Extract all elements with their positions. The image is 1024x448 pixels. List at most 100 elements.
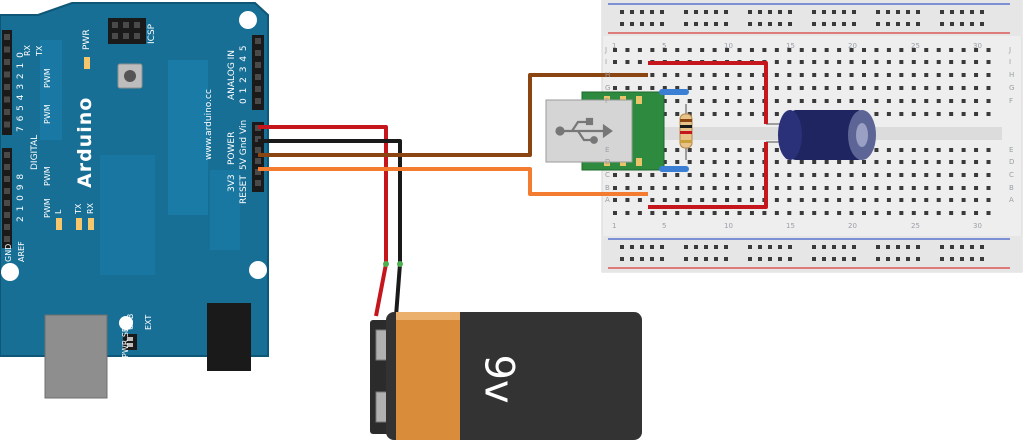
breadboard-hole [899, 173, 904, 177]
breadboard-hole [712, 86, 717, 90]
breadboard-hole [874, 198, 879, 202]
rail-hole [630, 10, 634, 14]
power-rail-top [602, 0, 1022, 36]
rail-hole [724, 245, 728, 249]
breadboard-hole [812, 186, 817, 190]
breadboard-hole [886, 73, 891, 77]
rail-hole [940, 245, 944, 249]
breadboard-hole [924, 99, 929, 103]
rail-hole [812, 245, 816, 249]
breadboard-hole [924, 173, 929, 177]
breadboard-hole [625, 211, 630, 215]
breadboard-hole [700, 112, 705, 116]
header-pin [255, 62, 261, 68]
breadboard-hole [712, 160, 717, 164]
breadboard-hole [862, 48, 866, 52]
breadboard-hole [886, 186, 891, 190]
rail-hole [758, 10, 762, 14]
breadboard-hole [974, 148, 979, 152]
breadboard-hole [700, 73, 705, 77]
breadboard-hole [749, 86, 754, 90]
breadboard-hole [737, 160, 742, 164]
rail-hole [660, 22, 664, 26]
breadboard-hole [799, 99, 804, 103]
usb-b-connector [44, 314, 108, 399]
rail-hole [980, 257, 984, 261]
rail-hole [650, 22, 654, 26]
breadboard-hole [886, 173, 891, 177]
breadboard-hole [911, 198, 916, 202]
rail-hole [822, 10, 826, 14]
breadboard-hole [837, 48, 842, 52]
rail-hole [630, 245, 634, 249]
breadboard-hole [837, 160, 842, 164]
electrolytic-capacitor [778, 110, 876, 160]
breadboard-hole [924, 160, 929, 164]
breadboard-hole [924, 198, 929, 202]
breadboard-hole [911, 160, 916, 164]
breadboard-hole [637, 60, 642, 64]
breadboard-hole [961, 198, 966, 202]
breadboard-hole [662, 99, 667, 103]
breadboard-hole [725, 99, 730, 103]
rail-hole [748, 10, 752, 14]
rail-hole [916, 22, 920, 26]
rail-hole [758, 257, 762, 261]
icsp-pin [123, 22, 129, 28]
breadboard-hole [712, 112, 717, 116]
breadboard-hole [687, 173, 692, 177]
breadboard-hole [787, 48, 792, 52]
breadboard-hole [911, 86, 916, 90]
breadboard-hole [886, 160, 891, 164]
breadboard-hole [874, 73, 879, 77]
breadboard-hole [637, 86, 642, 90]
breadboard-hole [949, 160, 954, 164]
breadboard-hole [886, 48, 891, 52]
breadboard-hole [949, 173, 954, 177]
breadboard-hole [774, 73, 779, 77]
header-pin [4, 224, 10, 230]
header-pin [255, 74, 261, 80]
led-tx [76, 218, 82, 230]
breadboard-hole [625, 186, 630, 190]
rail-hole [876, 245, 880, 249]
header-pin [4, 109, 10, 115]
breadboard-hole [774, 99, 779, 103]
pwr-sel-jumper[interactable] [123, 334, 137, 350]
breadboard-hole [961, 186, 966, 190]
breadboard-hole [961, 48, 966, 52]
rail-hole [852, 10, 856, 14]
rail-hole [842, 245, 846, 249]
breadboard-hole [961, 211, 966, 215]
breadboard-hole [812, 160, 817, 164]
breadboard-hole [949, 73, 954, 77]
arduino-board [0, 1, 269, 399]
breadboard-hole [774, 173, 779, 177]
breadboard-hole [675, 148, 680, 152]
breadboard-hole [874, 148, 879, 152]
breadboard-hole [824, 73, 829, 77]
breadboard-hole [700, 211, 705, 215]
breadboard-hole [924, 86, 929, 90]
breadboard-hole [986, 86, 991, 90]
breadboard-hole [662, 211, 667, 215]
rail-hole [778, 245, 782, 249]
breadboard-hole [974, 48, 979, 52]
rail-hole [768, 257, 772, 261]
battery-copper-band [396, 312, 460, 440]
breadboard-hole [899, 99, 904, 103]
rail-hole [822, 257, 826, 261]
breadboard-hole [849, 160, 854, 164]
reset-button-cap [124, 70, 136, 82]
breadboard-hole [986, 148, 991, 152]
breadboard-hole [874, 211, 879, 215]
breadboard-hole [687, 73, 692, 77]
breadboard-hole [737, 198, 742, 202]
breadboard-hole [874, 160, 879, 164]
breadboard-hole [762, 211, 767, 215]
rail-hole [950, 257, 954, 261]
breadboard-hole [700, 99, 705, 103]
rail-hole [896, 10, 900, 14]
breadboard-hole [774, 48, 779, 52]
breadboard-hole [974, 173, 979, 177]
